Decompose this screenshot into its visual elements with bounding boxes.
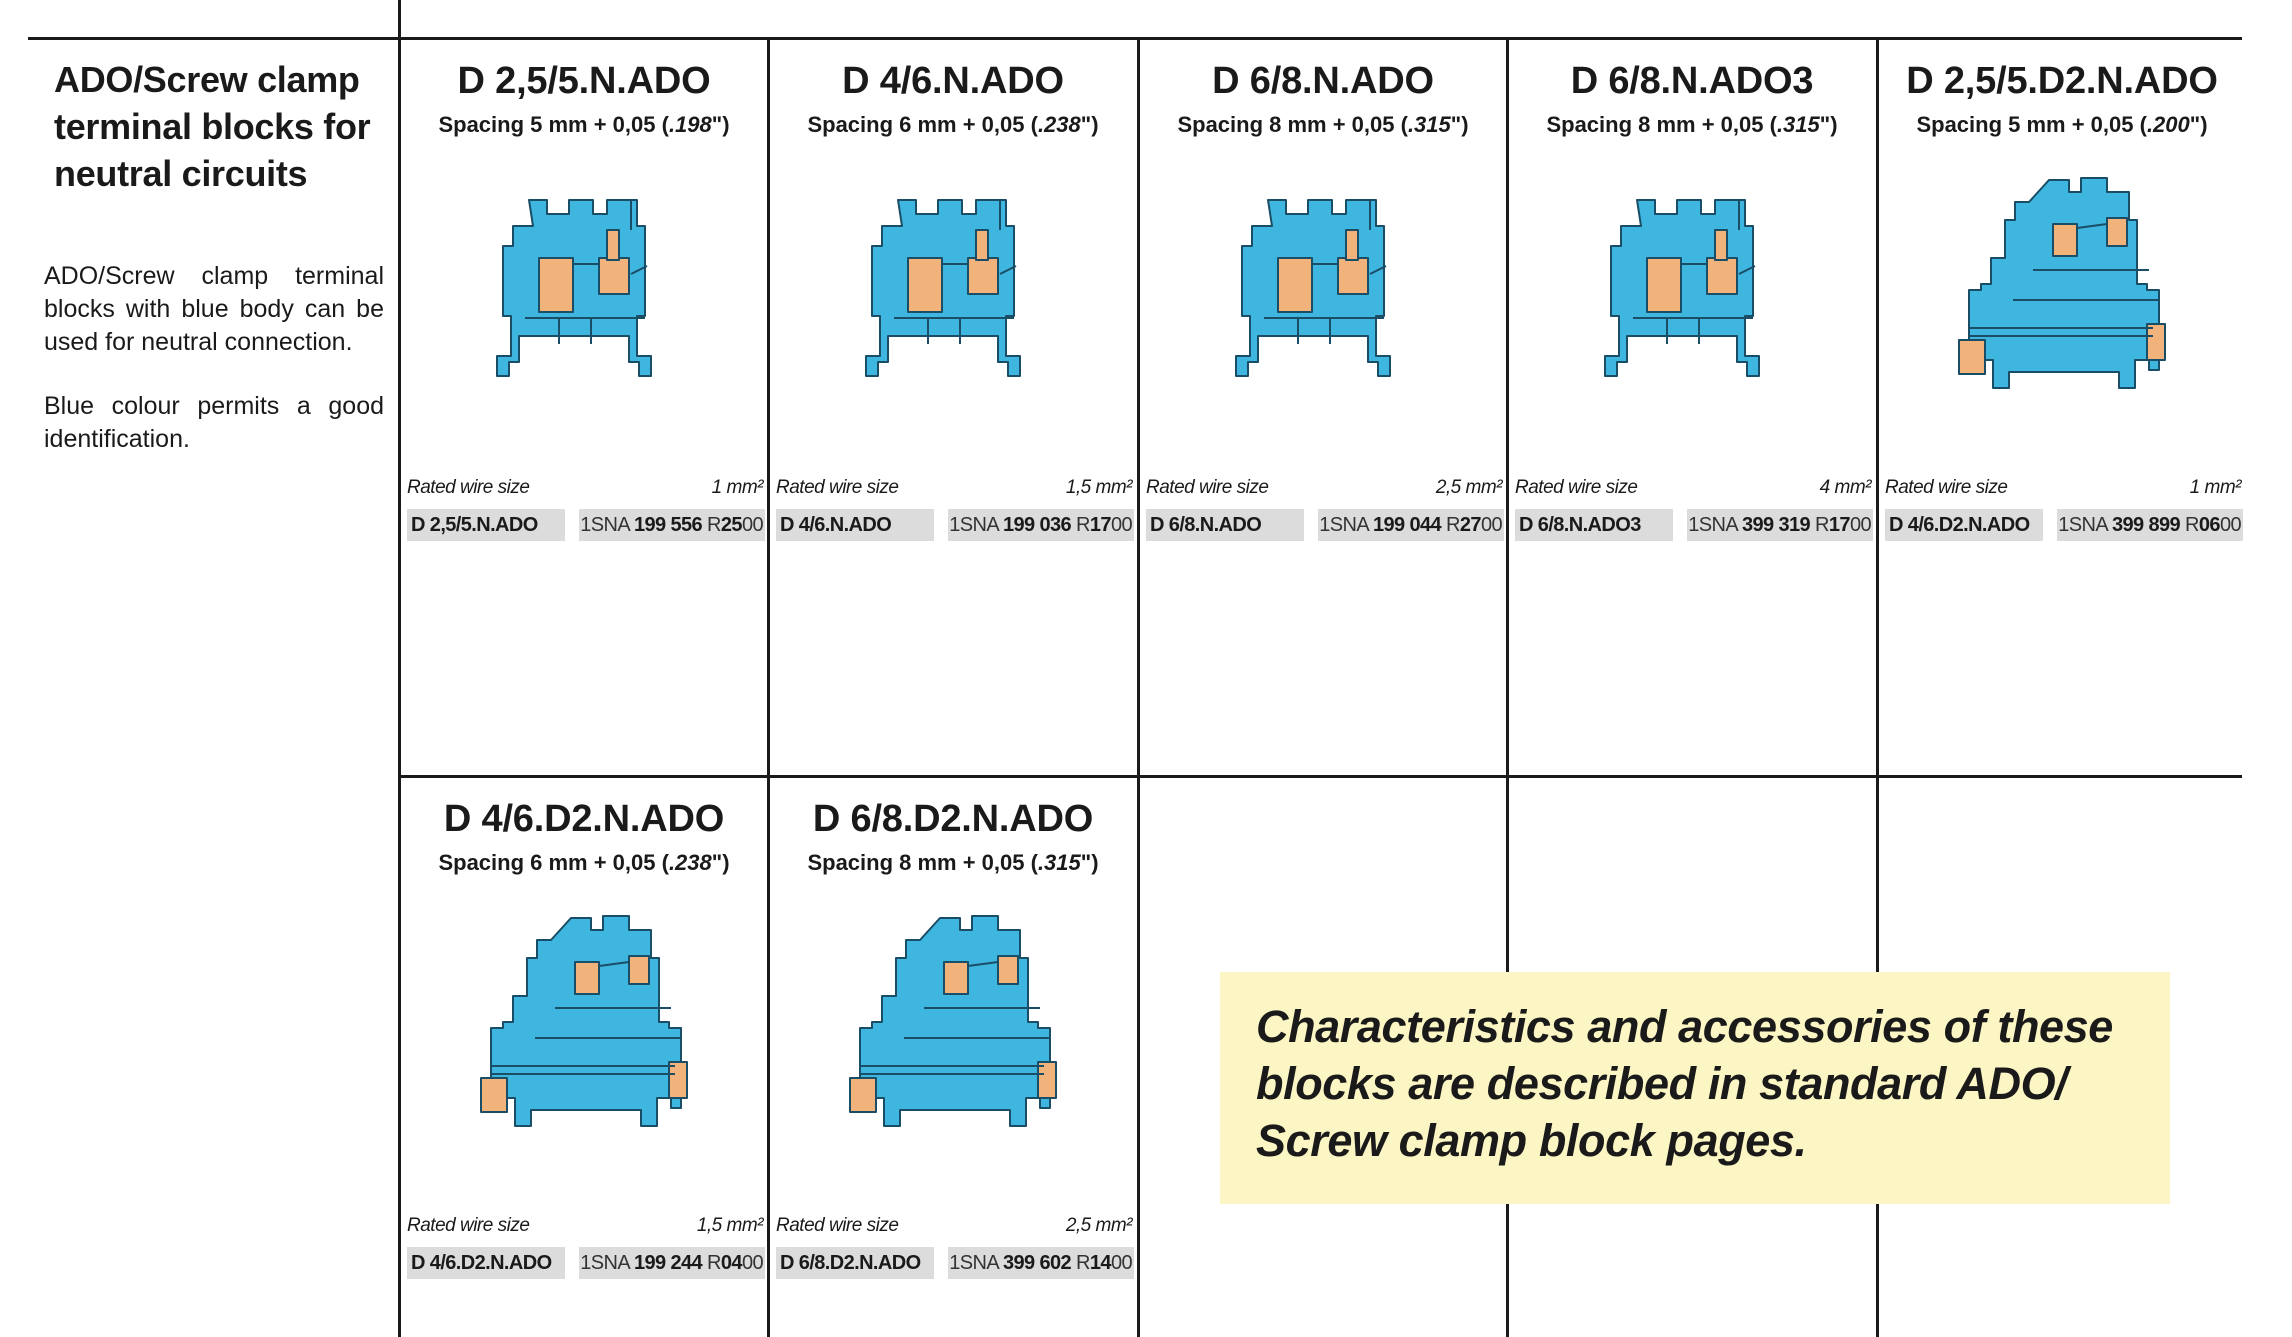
grid-line-vertical-0: [398, 0, 401, 1337]
grid-line-vertical-2: [1137, 39, 1140, 1337]
grid-line-vertical-1: [767, 39, 770, 1337]
product-cell-7: D 6/8.D2.N.ADO Spacing 8 mm + 0,05 (.315…: [770, 778, 1136, 1279]
product-spacing: Spacing 8 mm + 0,05 (.315"): [1546, 112, 1838, 137]
product-title: D 2,5/5.D2.N.ADO: [1906, 60, 2218, 102]
rated-wire-size-value: 1 mm²: [2189, 477, 2242, 498]
product-cell-3: D 6/8.N.ADO Spacing 8 mm + 0,05 (.315") …: [1140, 40, 1506, 541]
product-cell-1: D 2,5/5.N.ADO Spacing 5 mm + 0,05 (.198"…: [401, 40, 767, 541]
order-code: 1SNA 399 899 R0600: [2057, 509, 2243, 541]
type-designation: D 2,5/5.N.ADO: [407, 509, 565, 541]
note-text: Characteristics and accessories of these…: [1256, 1001, 2113, 1166]
terminal-block-drawing: [480, 915, 688, 1127]
grid-line-vertical-4: [1876, 39, 1879, 1337]
product-spacing: Spacing 6 mm + 0,05 (.238"): [807, 112, 1099, 137]
type-designation: D 4/6.D2.N.ADO: [407, 1247, 565, 1279]
terminal-block-drawing: [1604, 199, 1760, 377]
rated-wire-size-value: 2,5 mm²: [1065, 1215, 1133, 1236]
rated-wire-size-label: Rated wire size: [407, 1215, 530, 1236]
type-designation: D 6/8.N.ADO3: [1515, 509, 1673, 541]
product-title: D 4/6.N.ADO: [842, 60, 1064, 102]
order-code: 1SNA 199 044 R2700: [1318, 509, 1504, 541]
type-designation: D 6/8.D2.N.ADO: [776, 1247, 934, 1279]
terminal-block-drawing: [1958, 177, 2166, 389]
rated-wire-size-value: 1 mm²: [711, 477, 764, 498]
rated-wire-size-value: 1,5 mm²: [696, 1215, 764, 1236]
grid-line-vertical-3: [1506, 39, 1509, 1337]
terminal-block-drawing: [1235, 199, 1391, 377]
product-spacing: Spacing 5 mm + 0,05 (.198"): [438, 112, 730, 137]
product-title: D 6/8.N.ADO3: [1570, 60, 1814, 102]
product-cell-4: D 6/8.N.ADO3 Spacing 8 mm + 0,05 (.315")…: [1509, 40, 1875, 541]
product-title: D 2,5/5.N.ADO: [457, 60, 711, 102]
rated-wire-size-label: Rated wire size: [776, 1215, 899, 1236]
rated-wire-size-value: 4 mm²: [1819, 477, 1872, 498]
rated-wire-size-value: 1,5 mm²: [1065, 477, 1133, 498]
rated-wire-size-value: 2,5 mm²: [1435, 477, 1503, 498]
rated-wire-size-label: Rated wire size: [776, 477, 899, 498]
order-code: 1SNA 199 244 R0400: [579, 1247, 765, 1279]
product-cell-6: D 4/6.D2.N.ADO Spacing 6 mm + 0,05 (.238…: [401, 778, 767, 1279]
product-spacing: Spacing 8 mm + 0,05 (.315"): [807, 850, 1099, 875]
order-code: 1SNA 399 602 R1400: [948, 1247, 1134, 1279]
product-spacing: Spacing 6 mm + 0,05 (.238"): [438, 850, 730, 875]
grid-line-middle: [398, 775, 2242, 778]
grid-line-top: [28, 37, 2242, 40]
intro-paragraph-1: ADO/Screw clamp terminal blocks with blu…: [44, 262, 384, 356]
order-code: 1SNA 199 556 R2500: [579, 509, 765, 541]
rated-wire-size-label: Rated wire size: [1515, 477, 1638, 498]
order-code: 1SNA 199 036 R1700: [948, 509, 1134, 541]
product-title: D 6/8.D2.N.ADO: [812, 798, 1094, 840]
type-designation: D 6/8.N.ADO: [1146, 509, 1304, 541]
terminal-block-drawing: [849, 915, 1057, 1127]
product-title: D 6/8.N.ADO: [1212, 60, 1434, 102]
intro-paragraph-2: Blue colour permits a good identificatio…: [44, 392, 384, 453]
terminal-block-drawing: [496, 199, 652, 377]
type-designation: D 4/6.D2.N.ADO: [1885, 509, 2043, 541]
product-cell-2: D 4/6.N.ADO Spacing 6 mm + 0,05 (.238") …: [770, 40, 1136, 541]
intro-title: ADO/Screw clamp terminal blocks for neut…: [54, 59, 371, 194]
rated-wire-size-label: Rated wire size: [1146, 477, 1269, 498]
note-box: Characteristics and accessories of these…: [1220, 972, 2170, 1204]
product-spacing: Spacing 5 mm + 0,05 (.200"): [1916, 112, 2208, 137]
product-cell-5: D 2,5/5.D2.N.ADO Spacing 5 mm + 0,05 (.2…: [1879, 40, 2245, 541]
rated-wire-size-label: Rated wire size: [407, 477, 530, 498]
type-designation: D 4/6.N.ADO: [776, 509, 934, 541]
order-code: 1SNA 399 319 R1700: [1687, 509, 1873, 541]
product-spacing: Spacing 8 mm + 0,05 (.315"): [1177, 112, 1469, 137]
rated-wire-size-label: Rated wire size: [1885, 477, 2008, 498]
terminal-block-drawing: [865, 199, 1021, 377]
product-title: D 4/6.D2.N.ADO: [443, 798, 725, 840]
